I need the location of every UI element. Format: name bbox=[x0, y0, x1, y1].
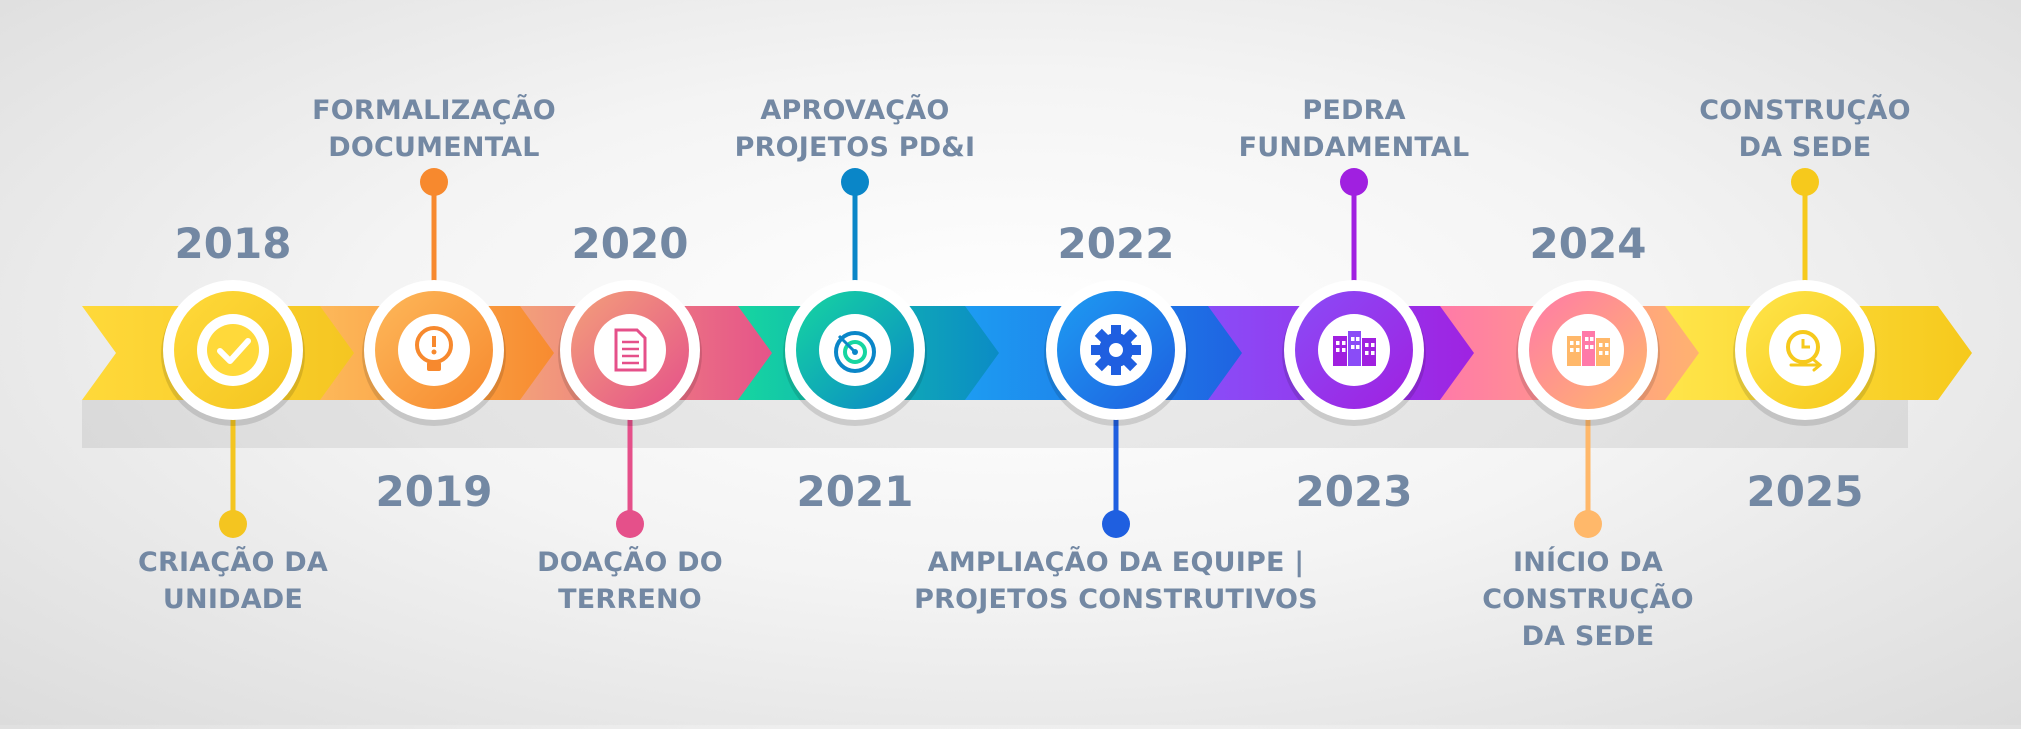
connector-dot bbox=[841, 168, 869, 196]
milestone-description: DOAÇÃO DO TERRENO bbox=[500, 544, 760, 618]
milestone-description: INÍCIO DA CONSTRUÇÃO DA SEDE bbox=[1458, 544, 1718, 655]
building-icon bbox=[1567, 331, 1610, 366]
target-icon bbox=[834, 331, 876, 373]
description-line: DOAÇÃO DO bbox=[537, 547, 723, 578]
description-line: PROJETOS CONSTRUTIVOS bbox=[914, 584, 1318, 615]
milestone-description: APROVAÇÃO PROJETOS PD&I bbox=[725, 92, 985, 166]
description-line: CRIAÇÃO DA bbox=[138, 547, 328, 578]
milestone-node-2022 bbox=[1044, 280, 1188, 426]
document-icon bbox=[614, 328, 647, 372]
milestone-description: CRIAÇÃO DA UNIDADE bbox=[103, 544, 363, 618]
description-line: FORMALIZAÇÃO bbox=[312, 95, 556, 126]
clock-icon bbox=[1786, 330, 1823, 372]
gear-icon bbox=[1091, 325, 1141, 375]
description-line: UNIDADE bbox=[162, 584, 304, 615]
connector-dot bbox=[616, 510, 644, 538]
connector-dot bbox=[1574, 510, 1602, 538]
description-line: CONSTRUÇÃO bbox=[1482, 584, 1694, 615]
milestone-node-2025 bbox=[1733, 280, 1877, 426]
description-line: DA SEDE bbox=[1738, 132, 1872, 163]
milestone-node-2020 bbox=[558, 280, 702, 426]
building-icon bbox=[1333, 331, 1376, 366]
milestone-node-2019 bbox=[362, 280, 506, 426]
description-line: CONSTRUÇÃO bbox=[1699, 95, 1911, 126]
connector-dot bbox=[219, 510, 247, 538]
year-label: 2019 bbox=[375, 467, 493, 516]
description-line: FUNDAMENTAL bbox=[1238, 132, 1470, 163]
milestone-node-2023 bbox=[1282, 280, 1426, 426]
year-label: 2023 bbox=[1295, 467, 1413, 516]
connector-dot bbox=[1340, 168, 1368, 196]
description-line: AMPLIAÇÃO DA EQUIPE | bbox=[927, 547, 1305, 578]
milestone-node-2024 bbox=[1516, 280, 1660, 426]
description-line: PEDRA bbox=[1302, 95, 1406, 126]
year-label: 2025 bbox=[1746, 467, 1864, 516]
check-icon bbox=[207, 324, 259, 376]
milestone-node-2021 bbox=[783, 280, 927, 426]
description-line: INÍCIO DA bbox=[1512, 547, 1663, 578]
connector-dot bbox=[420, 168, 448, 196]
year-label: 2018 bbox=[174, 219, 292, 268]
year-label: 2022 bbox=[1057, 219, 1175, 268]
description-line: TERRENO bbox=[558, 584, 702, 615]
year-label: 2020 bbox=[571, 219, 689, 268]
milestone-description: AMPLIAÇÃO DA EQUIPE | PROJETOS CONSTRUTIV… bbox=[886, 544, 1346, 618]
description-line: DA SEDE bbox=[1521, 621, 1655, 652]
year-label: 2021 bbox=[796, 467, 914, 516]
milestone-description: CONSTRUÇÃO DA SEDE bbox=[1675, 92, 1935, 166]
milestone-description: PEDRA FUNDAMENTAL bbox=[1224, 92, 1484, 166]
description-line: PROJETOS PD&I bbox=[734, 132, 976, 163]
description-line: APROVAÇÃO bbox=[760, 95, 950, 126]
milestone-node-2018 bbox=[161, 280, 305, 426]
milestone-description: FORMALIZAÇÃO DOCUMENTAL bbox=[304, 92, 564, 166]
description-line: DOCUMENTAL bbox=[328, 132, 540, 163]
lightbulb-icon bbox=[415, 326, 453, 371]
year-label: 2024 bbox=[1529, 219, 1647, 268]
connector-dot bbox=[1791, 168, 1819, 196]
connector-dot bbox=[1102, 510, 1130, 538]
